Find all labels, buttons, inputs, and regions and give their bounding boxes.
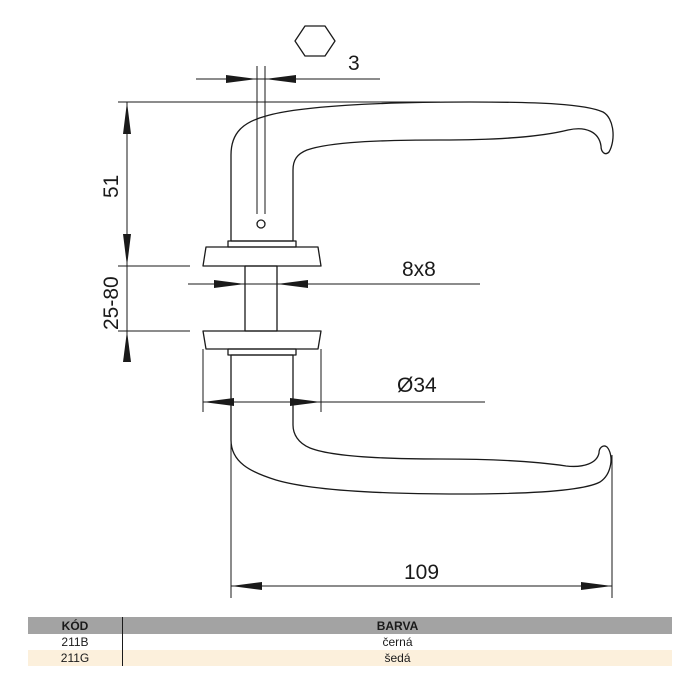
arrow-icon bbox=[231, 582, 262, 590]
product-code-table: KÓD BARVA 211B černá 211G šedá bbox=[28, 617, 672, 666]
column-header-color: BARVA bbox=[122, 617, 672, 634]
cell-code: 211G bbox=[28, 650, 123, 666]
arrow-icon bbox=[203, 398, 234, 406]
dim-label-height: 51 bbox=[100, 175, 123, 198]
handle-technical-drawing: 3 51 25-80 8x8 Ø34 109 bbox=[100, 25, 614, 598]
arrow-icon bbox=[226, 75, 257, 83]
table-header-row: KÓD BARVA bbox=[28, 617, 672, 634]
table-row: 211G šedá bbox=[28, 650, 672, 666]
cell-color: šedá bbox=[122, 650, 672, 666]
arrow-icon bbox=[277, 280, 308, 288]
spindle bbox=[244, 265, 278, 332]
upper-lever-outline bbox=[230, 101, 614, 242]
arrow-icon bbox=[265, 75, 296, 83]
arrow-icon bbox=[214, 280, 245, 288]
lower-rose bbox=[202, 330, 322, 350]
arrow-icon bbox=[123, 331, 131, 362]
set-screw-icon bbox=[256, 219, 266, 229]
table-row: 211B černá bbox=[28, 634, 672, 650]
lower-lever-outline bbox=[230, 354, 612, 495]
dim-label-rose: Ø34 bbox=[397, 374, 437, 397]
cell-color: černá bbox=[382, 635, 413, 649]
upper-rose bbox=[202, 246, 322, 267]
arrow-icon bbox=[123, 234, 131, 266]
lower-rose-collar bbox=[227, 348, 297, 356]
arrow-icon bbox=[123, 102, 131, 134]
hexagon-icon bbox=[294, 25, 336, 57]
column-header-code: KÓD bbox=[28, 617, 123, 634]
upper-rose-collar bbox=[227, 240, 297, 248]
cell-code: 211B bbox=[28, 634, 123, 650]
dim-label-spindle: 8x8 bbox=[402, 258, 436, 281]
dim-label-length: 109 bbox=[404, 561, 439, 584]
arrow-icon bbox=[290, 398, 321, 406]
dim-label-hex: 3 bbox=[348, 52, 360, 75]
arrow-icon bbox=[581, 582, 612, 590]
dim-label-door: 25-80 bbox=[100, 276, 123, 330]
